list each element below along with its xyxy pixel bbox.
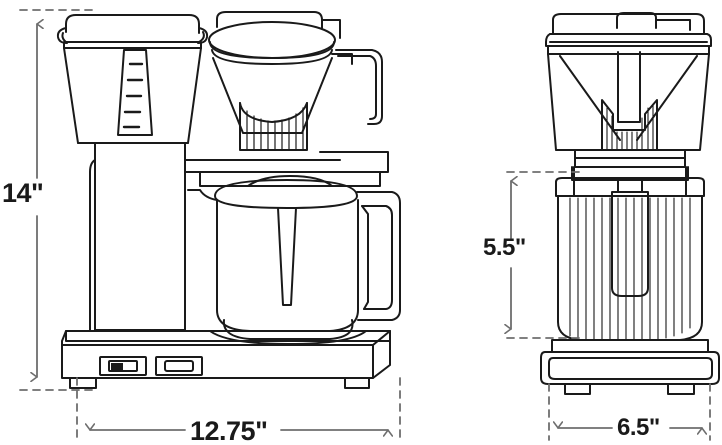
dimension-annotations	[19, 9, 711, 441]
front-view-group	[56, 11, 401, 389]
side-center-post	[617, 51, 641, 123]
base-housing	[61, 330, 391, 379]
base-assembly	[61, 330, 391, 389]
brew-basket-rim-inner2	[211, 49, 333, 65]
dimension-front-width	[76, 377, 401, 441]
dimension-front-height	[19, 9, 97, 391]
reservoir-lid	[65, 14, 200, 34]
side-funnel-left	[559, 55, 621, 141]
brew-basket-lid-tab	[321, 19, 341, 39]
dimension-side-height	[507, 171, 581, 339]
carafe-spout	[187, 189, 218, 201]
power-switch[interactable]	[99, 356, 147, 376]
side-base	[540, 339, 720, 395]
machine-body-column	[89, 142, 186, 331]
dimension-label-side-height: 5.5"	[483, 234, 526, 261]
water-reservoir	[56, 14, 209, 144]
side-filter-cone	[601, 99, 658, 151]
water-level-gauge	[117, 49, 153, 136]
side-funnel-right	[636, 55, 698, 141]
side-carafe-ribs	[569, 197, 691, 341]
side-carafe-lid	[555, 177, 705, 197]
brew-basket-rim-outer	[208, 21, 336, 59]
water-level-gauge-ticks	[122, 62, 144, 129]
dimension-side-width	[548, 383, 711, 441]
filter-holder-grate	[246, 107, 304, 151]
dimension-label-front-height: 14"	[2, 178, 44, 208]
side-body-outline	[547, 53, 710, 151]
carafe-body	[216, 199, 359, 332]
upper-shelf	[184, 149, 389, 187]
side-base-plate	[551, 339, 709, 353]
side-view-group	[540, 12, 720, 395]
brew-basket-funnel	[212, 57, 333, 134]
brew-basket-handle	[335, 49, 383, 125]
side-lid-tab	[655, 19, 691, 31]
side-filter-grate	[606, 103, 654, 151]
side-upper-body	[547, 51, 710, 151]
reservoir-lid-ear-right	[197, 27, 209, 44]
glass-carafe	[187, 175, 359, 340]
carafe-lid	[214, 179, 358, 209]
reservoir-lid-ear-left	[56, 27, 68, 44]
control-button[interactable]	[155, 356, 203, 376]
side-lid-top	[552, 13, 705, 35]
brew-basket-rim-inner	[209, 41, 335, 59]
brew-basket-handle-inner	[337, 55, 377, 120]
side-carafe	[555, 177, 705, 341]
carafe-center-line	[277, 207, 297, 306]
brew-basket	[208, 11, 383, 134]
side-carafe-body	[557, 195, 703, 341]
side-base-housing-inner	[548, 357, 713, 380]
side-base-housing	[540, 351, 720, 385]
side-lid-shoulder	[545, 33, 712, 47]
side-lid-knob	[616, 12, 657, 29]
side-shelf	[571, 149, 689, 197]
side-lid-band	[547, 45, 710, 55]
reservoir-lid-rim	[61, 31, 205, 43]
side-lid-assembly	[545, 12, 712, 55]
dimension-label-side-width: 6.5"	[617, 414, 660, 441]
side-foot-right	[667, 383, 695, 395]
body-column-left-edge	[89, 159, 96, 331]
carafe-lid-knob	[247, 175, 333, 187]
side-carafe-handle	[611, 179, 649, 297]
foot-left	[69, 377, 97, 389]
side-foot-left	[564, 383, 591, 395]
dimension-label-front-width: 12.75"	[190, 416, 268, 445]
brew-basket-spout	[331, 53, 353, 65]
carafe-handle	[356, 191, 401, 321]
filter-holder	[239, 102, 308, 151]
carafe-foot	[222, 319, 354, 340]
foot-right	[344, 377, 370, 389]
brew-basket-lid	[216, 11, 323, 29]
